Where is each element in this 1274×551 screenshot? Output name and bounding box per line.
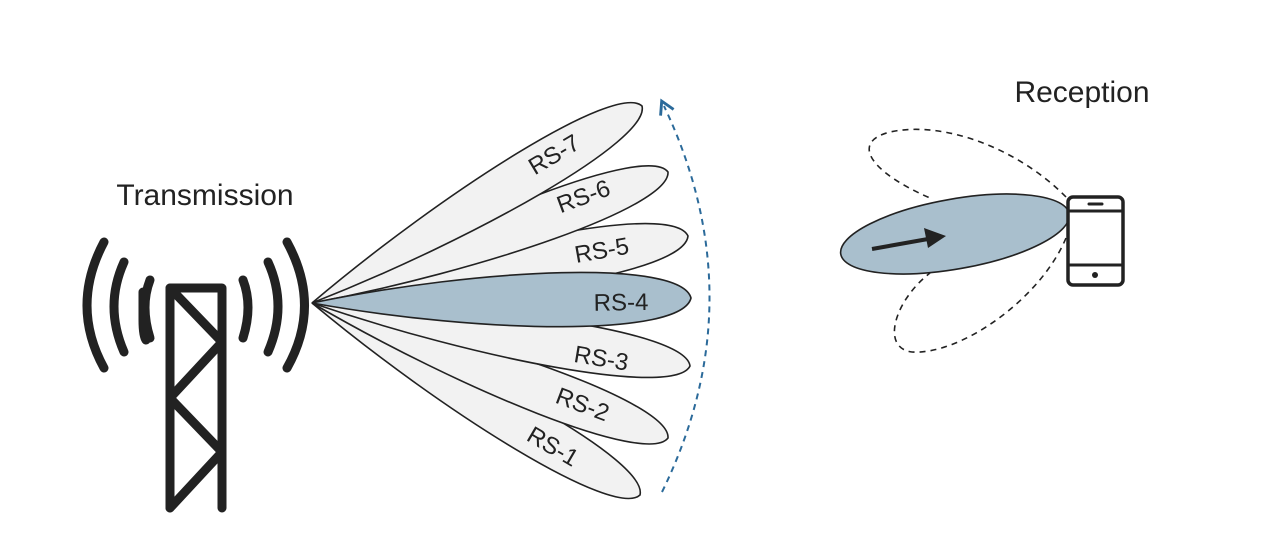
beam-label-rs-4: RS-4 [593,289,648,317]
cell-tower-icon [87,242,305,508]
rx-candidate-beam-upper [869,129,1066,198]
reception-label: Reception [1014,76,1149,109]
rx-selected-beam [835,179,1076,288]
smartphone-icon [1068,197,1123,285]
transmission-label: Transmission [116,179,293,212]
beam-group: RS-1RS-2RS-3RS-5RS-6RS-7RS-4 [312,103,691,499]
